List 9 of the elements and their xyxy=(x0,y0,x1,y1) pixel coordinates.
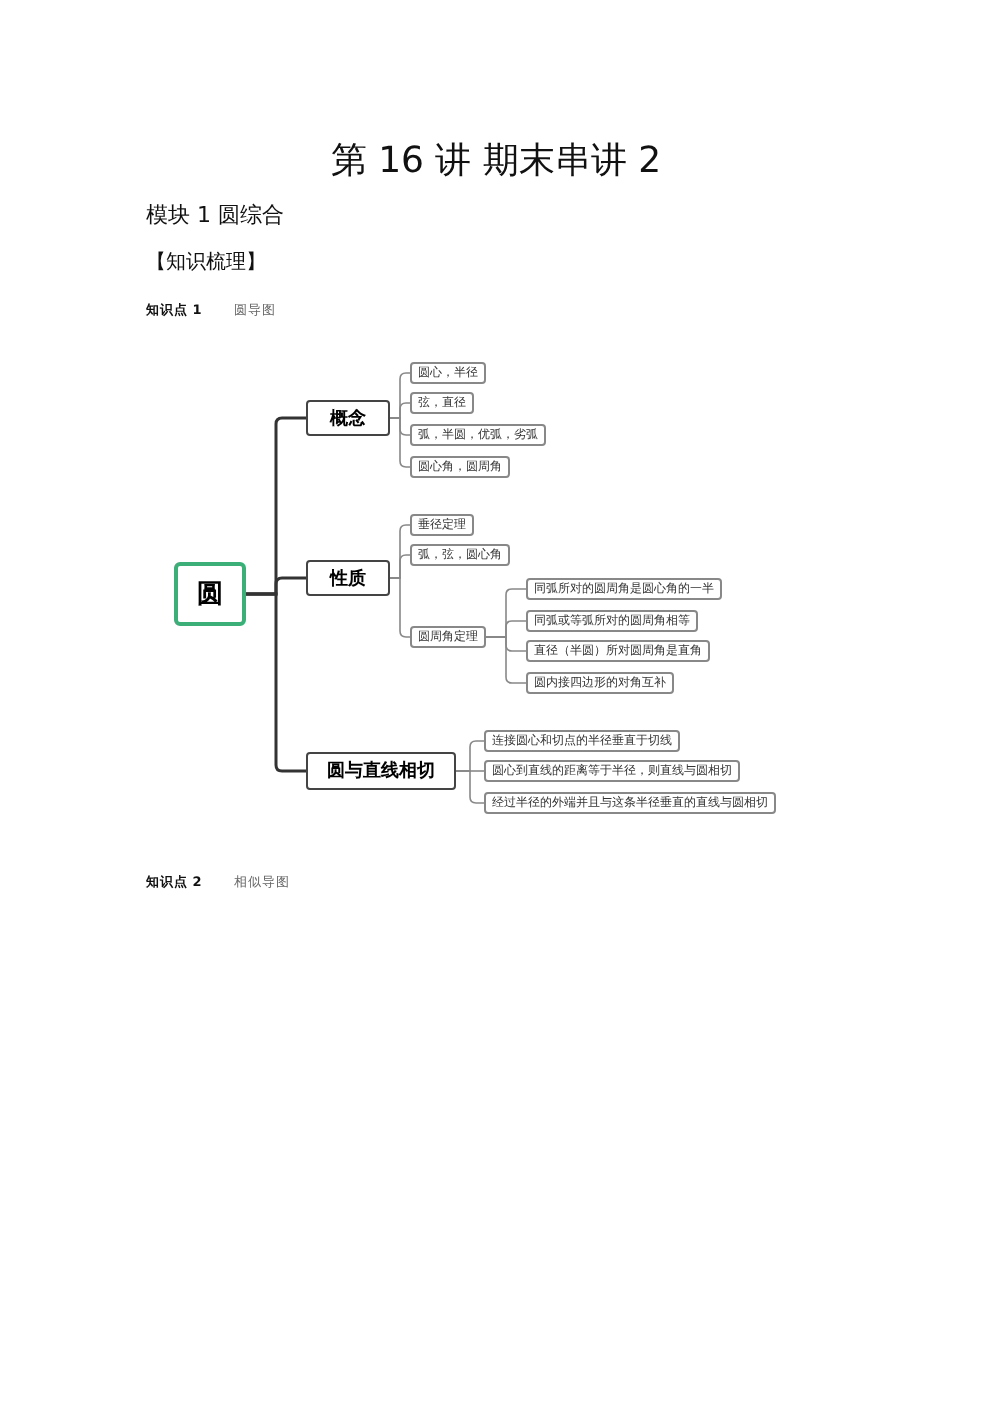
topic-box: 圆与直线相切 xyxy=(306,752,456,790)
section-heading: 模块 1 圆综合 xyxy=(146,200,284,230)
topic-box: 性质 xyxy=(306,560,390,596)
root-box: 圆 xyxy=(174,562,246,626)
connector xyxy=(389,417,411,468)
section-heading: 【知识梳理】 xyxy=(146,249,266,276)
connector xyxy=(455,770,485,804)
title: 第 16 讲 期末串讲 2 xyxy=(328,138,664,184)
topic-box: 概念 xyxy=(306,400,390,436)
